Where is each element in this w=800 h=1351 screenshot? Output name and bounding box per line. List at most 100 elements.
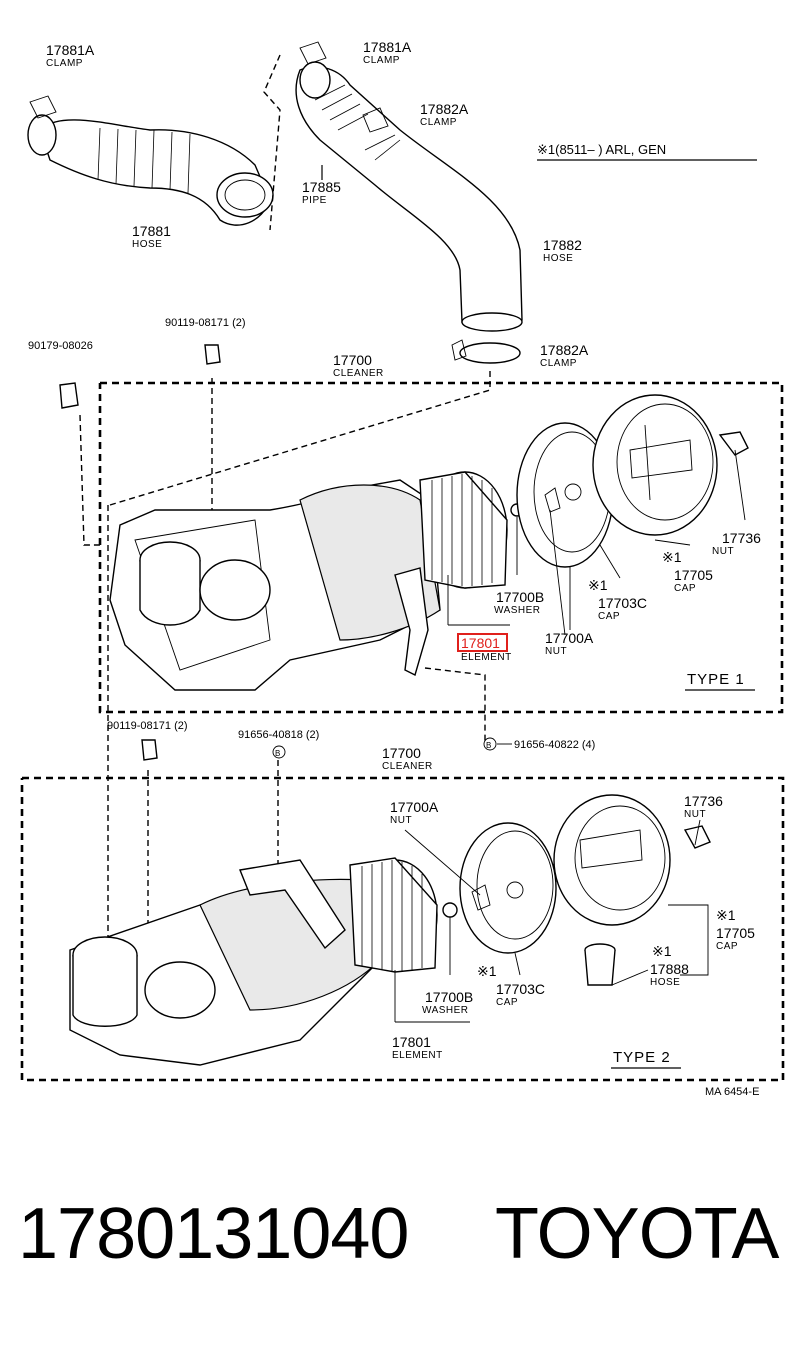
callout-90119-type2: 90119-08171 (2) (107, 720, 188, 732)
svg-text:CLEANER: CLEANER (382, 761, 433, 772)
callout-17703C-type2: ※1 17703C CAP (477, 963, 545, 1008)
callout-17700-type2: 17700 CLEANER (382, 745, 433, 772)
svg-text:17882A: 17882A (540, 342, 589, 358)
svg-text:17700A: 17700A (545, 630, 594, 646)
svg-text:17801: 17801 (392, 1034, 431, 1050)
nut-17736-type1 (718, 431, 749, 456)
svg-text:※1: ※1 (477, 963, 497, 979)
clamp-17882A (459, 342, 521, 364)
callout-17700A-type1: 17700A NUT (545, 630, 594, 657)
callout-17736-type1: 17736 NUT (712, 530, 761, 557)
svg-text:17885: 17885 (302, 179, 341, 195)
part-number: 1780131040 (18, 1194, 409, 1274)
svg-text:CAP: CAP (598, 611, 620, 622)
callout-17705-type2: ※1 17705 CAP (716, 907, 755, 952)
hose-guide-line (263, 54, 281, 231)
callout-17881-hose: 17881 HOSE (132, 223, 171, 250)
brand-name: TOYOTA (495, 1194, 779, 1274)
callout-90119-type1: 90119-08171 (2) (165, 317, 246, 329)
callout-17881A-top-right: 17881A CLAMP (363, 39, 412, 66)
callout-17705-type1: ※1 17705 CAP (662, 549, 713, 594)
svg-text:91656-40818 (2): 91656-40818 (2) (238, 729, 319, 741)
svg-text:17801: 17801 (461, 635, 500, 651)
hose-17888-type2 (584, 943, 616, 986)
callout-17882A-low: 17882A CLAMP (540, 342, 589, 369)
callout-17700B-type2: 17700B WASHER (422, 989, 473, 1016)
type2-label: TYPE 2 (613, 1049, 671, 1066)
svg-text:CLAMP: CLAMP (540, 358, 577, 369)
svg-text:17700A: 17700A (390, 799, 439, 815)
svg-text:WASHER: WASHER (422, 1005, 469, 1016)
svg-text:PIPE: PIPE (302, 195, 327, 206)
svg-text:17703C: 17703C (598, 595, 647, 611)
bolt-90179 (59, 382, 79, 409)
svg-text:17888: 17888 (650, 961, 689, 977)
svg-text:※1: ※1 (716, 907, 736, 923)
svg-text:CLAMP: CLAMP (420, 117, 457, 128)
callout-17801-type2: 17801 ELEMENT (392, 1034, 443, 1061)
svg-text:17700B: 17700B (496, 589, 544, 605)
svg-text:17700: 17700 (333, 352, 372, 368)
svg-text:17881A: 17881A (363, 39, 412, 55)
svg-text:91656-40822 (4): 91656-40822 (4) (514, 739, 595, 751)
svg-text:HOSE: HOSE (543, 253, 573, 264)
callout-17882A-top: 17882A CLAMP (420, 101, 469, 128)
highlight-box (457, 633, 508, 652)
svg-text:※1: ※1 (662, 549, 682, 565)
svg-text:17703C: 17703C (496, 981, 545, 997)
svg-text:17882: 17882 (543, 237, 582, 253)
svg-text:WASHER: WASHER (494, 605, 541, 616)
svg-text:17736: 17736 (722, 530, 761, 546)
callout-91656-40818: 91656-40818 (2) B (238, 729, 319, 759)
hose-17881 (27, 95, 274, 226)
callout-17882-hose: 17882 HOSE (543, 237, 582, 264)
svg-text:※1: ※1 (652, 943, 672, 959)
callout-17888-type2: ※1 17888 HOSE (650, 943, 689, 988)
svg-text:B: B (275, 749, 280, 758)
cap-17703C-type2 (459, 822, 557, 954)
diagram-code: MA 6454-E (705, 1086, 759, 1098)
callout-17881A-top-left: 17881A CLAMP (46, 42, 95, 69)
cleaner-17700-type1 (109, 479, 441, 691)
type1-frame (98, 381, 784, 714)
svg-text:NUT: NUT (390, 815, 412, 826)
callout-17801-type1-highlighted: 17801 ELEMENT (457, 633, 512, 663)
svg-text:CLAMP: CLAMP (363, 55, 400, 66)
callout-17700B-type1: 17700B WASHER (494, 589, 544, 616)
bolt-90119-type1 (204, 344, 221, 365)
element-17801-type2 (349, 857, 438, 973)
callout-17885-pipe: 17885 PIPE (302, 179, 341, 206)
svg-text:CAP: CAP (496, 997, 518, 1008)
svg-text:17705: 17705 (674, 567, 713, 583)
hose-17882 (295, 41, 523, 332)
svg-text:17700: 17700 (382, 745, 421, 761)
callout-17703C-type1: ※1 17703C CAP (588, 577, 647, 622)
svg-text:CAP: CAP (674, 583, 696, 594)
svg-text:17700B: 17700B (425, 989, 473, 1005)
svg-text:CLEANER: CLEANER (333, 368, 384, 379)
svg-text:HOSE: HOSE (650, 977, 680, 988)
callout-17700A-type2: 17700A NUT (390, 799, 439, 826)
svg-text:ELEMENT: ELEMENT (392, 1050, 443, 1061)
svg-text:17882A: 17882A (420, 101, 469, 117)
svg-text:※1: ※1 (588, 577, 608, 593)
element-17801-type1 (419, 471, 508, 589)
bolt-90119-type2 (141, 739, 158, 761)
washer-17700B-type2 (442, 902, 458, 918)
svg-text:HOSE: HOSE (132, 239, 162, 250)
svg-text:NUT: NUT (684, 809, 706, 820)
svg-text:NUT: NUT (712, 546, 734, 557)
svg-text:17881: 17881 (132, 223, 171, 239)
cleaner-17700-type2 (69, 859, 381, 1066)
callout-17736-type2: 17736 NUT (684, 793, 723, 820)
svg-text:ELEMENT: ELEMENT (461, 652, 512, 663)
callout-90179: 90179-08026 (28, 340, 93, 352)
svg-text:17705: 17705 (716, 925, 755, 941)
cap-17705-type1 (592, 394, 718, 536)
note-text: ※1(8511– ) ARL, GEN (537, 142, 666, 157)
guide-hose-to-cleaner (109, 368, 491, 506)
svg-text:NUT: NUT (545, 646, 567, 657)
callout-91656-40822: B 91656-40822 (4) (483, 737, 595, 751)
svg-text:CAP: CAP (716, 941, 738, 952)
